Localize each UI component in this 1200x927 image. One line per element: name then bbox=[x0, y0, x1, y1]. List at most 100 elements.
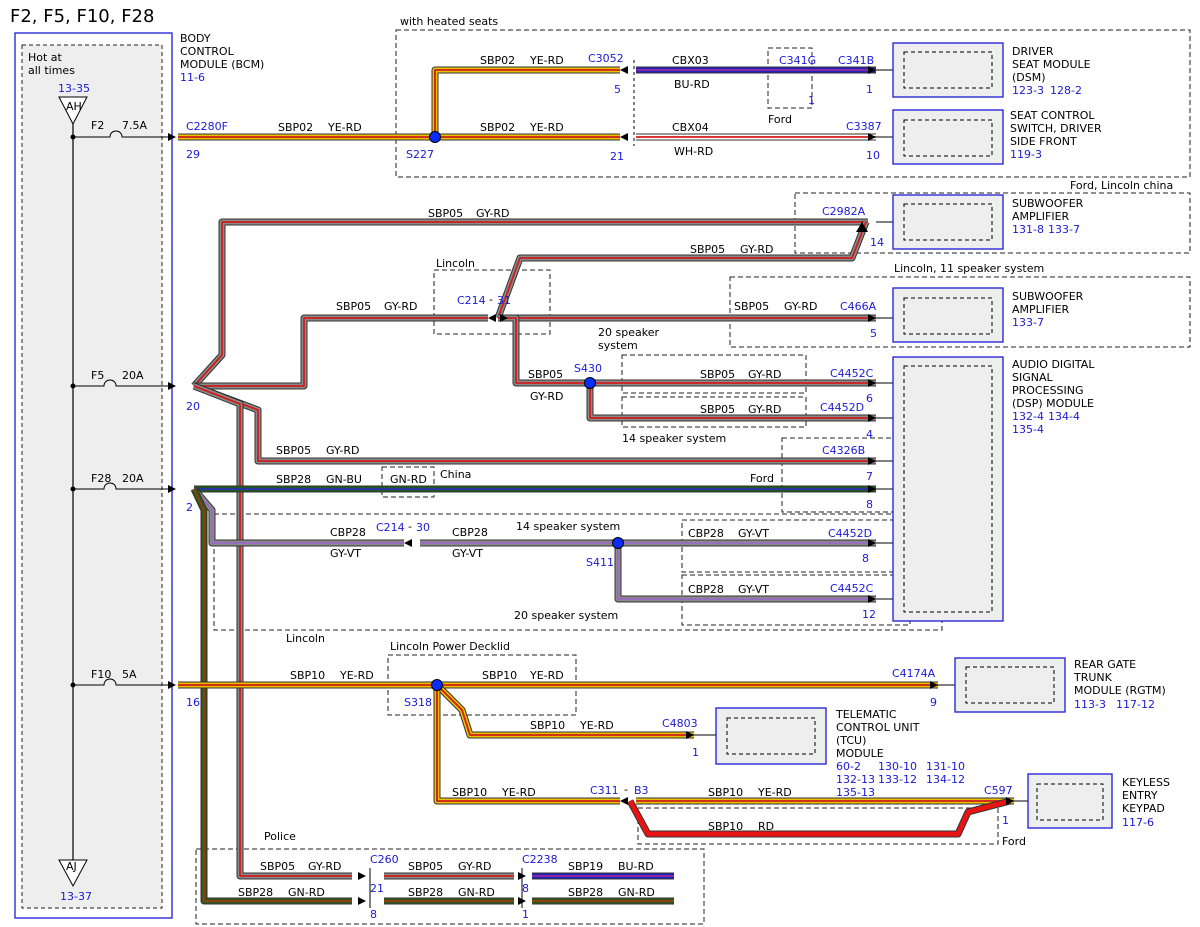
conn-c311[interactable]: C311 bbox=[590, 784, 619, 797]
module-rgtm[interactable] bbox=[954, 657, 1066, 713]
conn-b3[interactable]: B3 bbox=[634, 784, 649, 797]
splice-s318[interactable] bbox=[431, 679, 443, 691]
conn-c260[interactable]: C260 bbox=[370, 853, 399, 866]
zone-ford-label-b: Ford bbox=[750, 472, 774, 485]
scs-ref-1[interactable]: 119-3 bbox=[1010, 148, 1042, 161]
tag-ah: AH bbox=[66, 100, 82, 113]
modules bbox=[715, 42, 1113, 829]
zone-china-label: China bbox=[440, 468, 471, 481]
conn-c597[interactable]: C597 bbox=[984, 784, 1013, 797]
dash-c311: - bbox=[624, 783, 628, 796]
pin-c260-21: 21 bbox=[370, 882, 384, 895]
label-s227[interactable]: S227 bbox=[406, 148, 434, 161]
lbl-cbp28-b: CBP28 bbox=[452, 526, 488, 539]
tcu-ref-3[interactable]: 131-10 bbox=[926, 760, 965, 773]
zone-20-label-a: 20 speaker bbox=[598, 326, 659, 339]
pin-21-a: 21 bbox=[610, 150, 624, 163]
conn-c214-a[interactable]: C214 bbox=[457, 294, 486, 307]
sub2-ref-1[interactable]: 133-7 bbox=[1012, 316, 1044, 329]
rgtm-ref-1[interactable]: 113-3 bbox=[1074, 698, 1106, 711]
module-seat-switch[interactable] bbox=[892, 109, 1004, 165]
bcm-name-2: CONTROL bbox=[180, 45, 235, 58]
lbl-cbp28-a: CBP28 bbox=[330, 526, 366, 539]
kek-ref-1[interactable]: 117-6 bbox=[1122, 816, 1154, 829]
wire-sbp10-rd-layer bbox=[629, 800, 1011, 835]
zone-lincoln-11-label: Lincoln, 11 speaker system bbox=[894, 262, 1044, 275]
module-subwoofer-2[interactable] bbox=[892, 287, 1004, 343]
splice-s430[interactable] bbox=[584, 377, 596, 389]
conn-c4452c-b[interactable]: C4452C bbox=[830, 582, 874, 595]
tcu-ref-6[interactable]: 134-12 bbox=[926, 773, 965, 786]
conn-c2238[interactable]: C2238 bbox=[522, 853, 558, 866]
wire-sbp10-rd-layer bbox=[627, 798, 1011, 837]
lbl-yerd-g: YE-RD bbox=[501, 786, 536, 799]
bottom-ref[interactable]: 13-37 bbox=[60, 890, 92, 903]
connector-arrows bbox=[358, 60, 1014, 908]
lbl-yerd-e: YE-RD bbox=[529, 669, 564, 682]
module-subwoofer-1[interactable] bbox=[892, 194, 1004, 250]
tag-ah-icon bbox=[58, 96, 88, 126]
conn-c2280f[interactable]: C2280F bbox=[186, 120, 228, 133]
kek-line-3: KEYPAD bbox=[1122, 802, 1165, 815]
zone-ford-lincoln-china-label: Ford, Lincoln china bbox=[1070, 179, 1173, 192]
tcu-ref-7[interactable]: 135-13 bbox=[836, 786, 875, 799]
conn-c4174a[interactable]: C4174A bbox=[892, 667, 936, 680]
wire-sbp10-tcu-layer bbox=[436, 684, 694, 736]
bcm-ref[interactable]: 11-6 bbox=[180, 71, 205, 84]
tcu-ref-2[interactable]: 130-10 bbox=[878, 760, 917, 773]
dsp-ref-3[interactable]: 135-4 bbox=[1012, 423, 1044, 436]
conn-c3387[interactable]: C3387 bbox=[846, 120, 882, 133]
tag-aj: AJ bbox=[66, 860, 77, 873]
wire-sbp05-c214-layer bbox=[194, 315, 488, 389]
wire-cbp28-c214-layer bbox=[192, 487, 404, 546]
lbl-rd: RD bbox=[758, 820, 774, 833]
top-ref[interactable]: 13-35 bbox=[58, 82, 90, 95]
tcu-ref-1[interactable]: 60-2 bbox=[836, 760, 861, 773]
label-s430[interactable]: S430 bbox=[574, 362, 602, 375]
zone-heated-seats bbox=[395, 29, 1191, 178]
lbl-gnrd-china: GN-RD bbox=[390, 473, 427, 486]
module-dsp[interactable] bbox=[892, 356, 1004, 622]
module-tcu[interactable] bbox=[715, 707, 827, 765]
conn-c4803[interactable]: C4803 bbox=[662, 717, 698, 730]
lbl-gyrd-d: GY-RD bbox=[784, 300, 817, 313]
rgtm-ref-2[interactable]: 117-12 bbox=[1116, 698, 1155, 711]
zone-14-cbp28 bbox=[681, 519, 911, 573]
conn-c4326b[interactable]: C4326B bbox=[822, 444, 865, 457]
dsm-ref-1[interactable]: 123-3 bbox=[1012, 84, 1044, 97]
hot-line-1: Hot at bbox=[28, 51, 63, 64]
splice-s411[interactable] bbox=[612, 537, 624, 549]
conn-c2982a[interactable]: C2982A bbox=[822, 205, 866, 218]
zone-police-label: Police bbox=[264, 830, 296, 843]
module-dsm[interactable] bbox=[892, 42, 1004, 98]
conn-c3052[interactable]: C3052 bbox=[588, 52, 624, 65]
hot-line-2: all times bbox=[28, 64, 75, 77]
body-control-module: Hot at all times 13-35 AH AJ 13-37 BODY … bbox=[14, 32, 264, 919]
dsp-ref-1[interactable]: 132-4 bbox=[1012, 410, 1044, 423]
conn-c341g[interactable]: C341G bbox=[779, 54, 816, 67]
sub1-ref-2[interactable]: 133-7 bbox=[1048, 223, 1080, 236]
dsp-ref-2[interactable]: 134-4 bbox=[1048, 410, 1080, 423]
module-keypad[interactable] bbox=[1027, 773, 1113, 829]
conn-c341b[interactable]: C341B bbox=[838, 54, 874, 67]
conn-c4452d-b[interactable]: C4452D bbox=[828, 527, 872, 540]
label-s318[interactable]: S318 bbox=[404, 696, 432, 709]
sub2-line-2: AMPLIFIER bbox=[1012, 303, 1070, 316]
splice-s227[interactable] bbox=[429, 131, 441, 143]
dsm-line-2: SEAT MODULE bbox=[1012, 58, 1091, 71]
sub1-ref-1[interactable]: 131-8 bbox=[1012, 223, 1044, 236]
tcu-ref-4[interactable]: 132-13 bbox=[836, 773, 875, 786]
pin-c3387: 10 bbox=[866, 149, 880, 162]
pin-c214-30: 30 bbox=[416, 521, 430, 534]
lbl-gyrd-i: GY-RD bbox=[308, 860, 341, 873]
conn-c466a[interactable]: C466A bbox=[840, 300, 877, 313]
lbl-yerd-f: YE-RD bbox=[579, 719, 614, 732]
label-s411[interactable]: S411 bbox=[586, 556, 614, 569]
conn-c4452d-a[interactable]: C4452D bbox=[820, 401, 864, 414]
conn-c214-b[interactable]: C214 bbox=[376, 521, 405, 534]
dsm-ref-2[interactable]: 128-2 bbox=[1050, 84, 1082, 97]
bcm-name-3: MODULE (BCM) bbox=[180, 58, 264, 71]
conn-c4452c-a[interactable]: C4452C bbox=[830, 367, 874, 380]
tcu-ref-5[interactable]: 133-12 bbox=[878, 773, 917, 786]
fuse-f2-rating: 7.5A bbox=[122, 119, 147, 132]
